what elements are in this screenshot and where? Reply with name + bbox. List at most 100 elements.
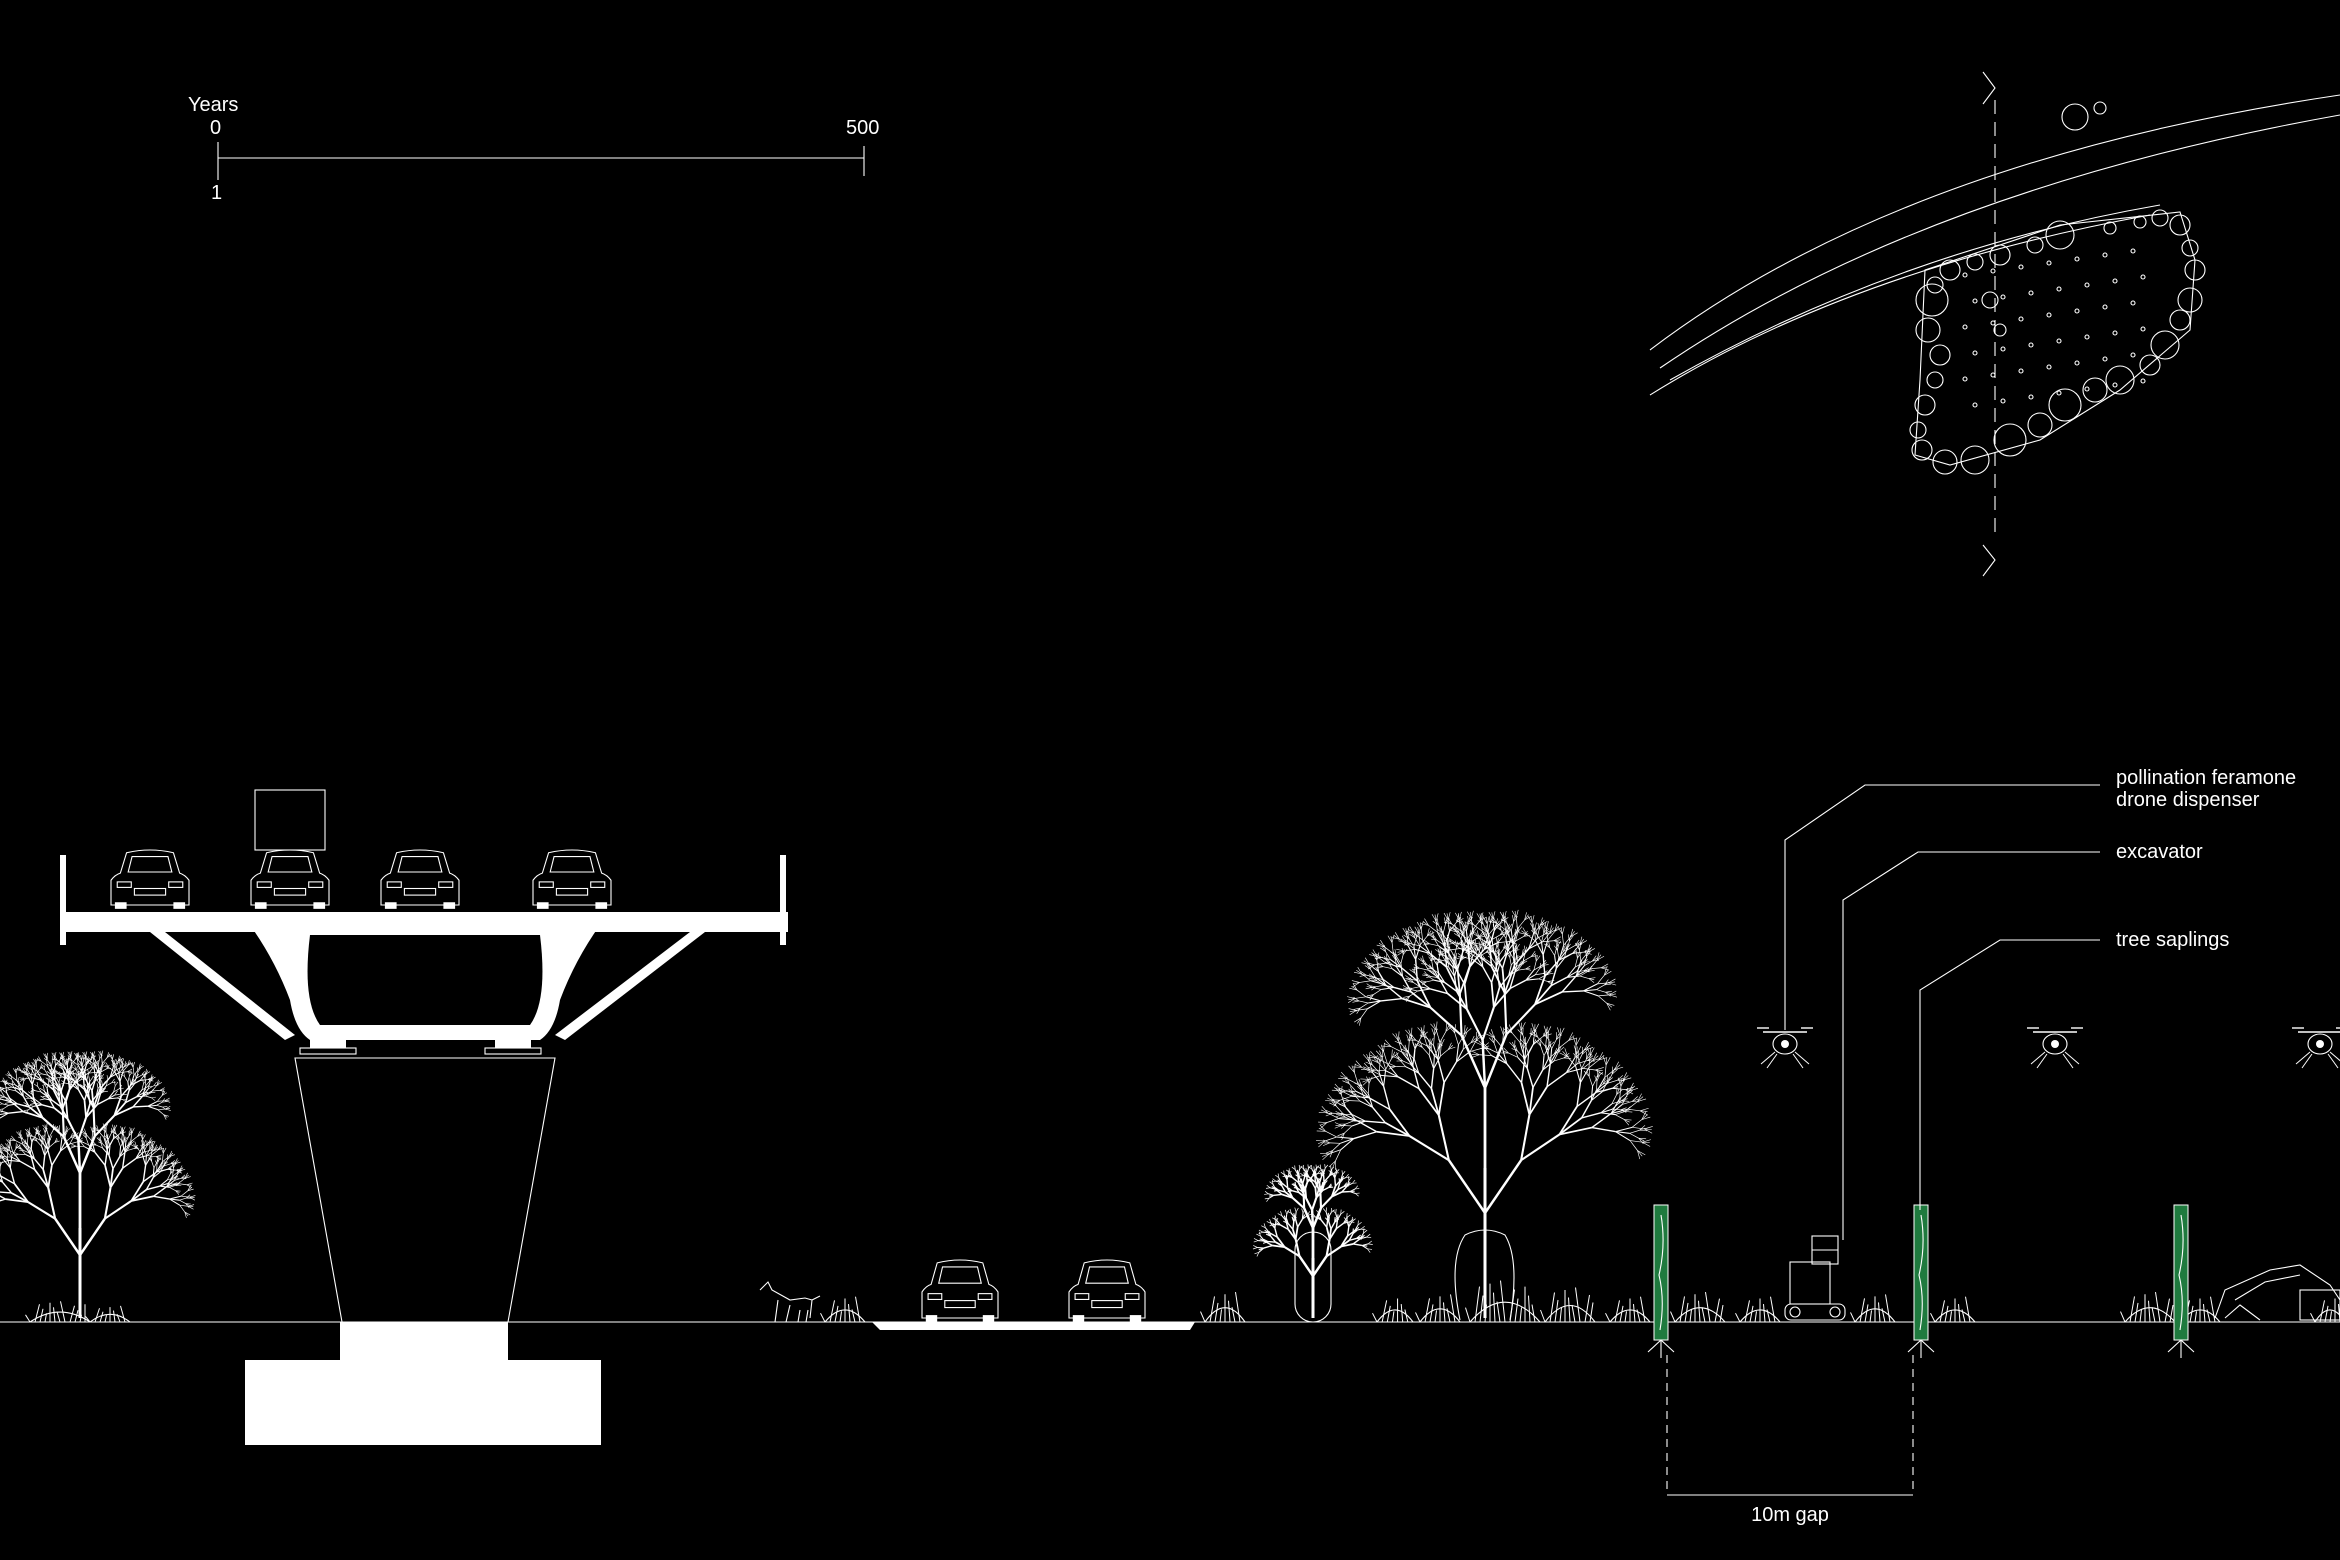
plan-sapling-dot	[2074, 360, 2080, 366]
scale-end-label: 500	[846, 117, 879, 139]
shrub-icon	[25, 1301, 91, 1323]
plan-tree-icon	[2150, 330, 2180, 360]
site-plan-inset	[1649, 71, 2340, 577]
plan-tree-icon	[2105, 365, 2135, 395]
plan-sapling-dot	[2102, 356, 2108, 362]
label-drone-line2: drone dispenser	[2116, 789, 2260, 811]
plan-tree-icon	[2093, 101, 2107, 115]
bearing-plate-left	[299, 1047, 357, 1055]
shrub-icon	[1415, 1294, 1461, 1323]
plan-sapling-dot	[2056, 390, 2062, 396]
plan-tree-icon	[1939, 259, 1961, 281]
plan-sapling-dot	[2018, 368, 2024, 374]
shrub-icon	[1372, 1298, 1414, 1323]
road-curve-2	[1659, 114, 2340, 369]
strut-right	[555, 932, 705, 1040]
annotation-labels: pollination feramone drone dispenser exc…	[2116, 767, 2296, 951]
plan-tree-icon	[2184, 259, 2206, 281]
section-marker-bottom-icon	[1982, 544, 1996, 577]
shrub-icon	[1200, 1292, 1246, 1323]
plan-sapling-dot	[1962, 272, 1968, 278]
shrub-icon	[820, 1296, 866, 1323]
viaduct-deck	[62, 912, 788, 932]
plan-sapling-dot	[2046, 260, 2052, 266]
plan-tree-icon	[1929, 344, 1951, 366]
label-excavator: excavator	[2116, 841, 2203, 863]
drone-icon	[2292, 1027, 2340, 1069]
plan-tree-icon	[1915, 283, 1949, 317]
plan-sapling-dot	[2102, 304, 2108, 310]
bearing-right	[495, 1040, 531, 1048]
plan-sapling-dot	[2130, 300, 2136, 306]
excavator-icon	[1784, 1235, 1846, 1321]
sapling-stakes	[1647, 1204, 2195, 1358]
plan-tree-icon	[1981, 291, 1999, 309]
plan-tree-icon	[2139, 354, 2161, 376]
label-saplings: tree saplings	[2116, 929, 2229, 951]
viaduct-parapet-right	[780, 855, 786, 945]
plan-sapling-dot	[1990, 372, 1996, 378]
young-tree-icon	[1252, 1164, 1373, 1318]
plan-tree-icon	[2061, 103, 2089, 131]
plan-sapling-dot	[2112, 330, 2118, 336]
plan-sapling-dot	[2018, 264, 2024, 270]
plan-tree-icon	[2169, 309, 2191, 331]
plan-tree-icon	[2045, 220, 2075, 250]
plan-sapling-dot	[2102, 252, 2108, 258]
plan-tree-circles	[1909, 209, 2206, 475]
plan-tree-icon	[1932, 449, 1958, 475]
strut-left	[150, 932, 295, 1040]
shrub-icon	[1735, 1296, 1781, 1323]
car-icon	[1068, 1259, 1146, 1323]
shrub-icon	[1540, 1287, 1596, 1323]
viaduct-parapet-left	[60, 855, 66, 945]
trees	[0, 909, 1653, 1323]
label-gap: 10m gap	[1751, 1504, 1829, 1526]
bearing-left	[310, 1040, 346, 1048]
plan-sapling-dot	[1962, 324, 1968, 330]
plan-sapling-dot	[2028, 342, 2034, 348]
plan-tree-icon	[1993, 423, 2027, 457]
plan-tree-icon	[2133, 215, 2147, 229]
gap-dimension: 10m gap	[1666, 1355, 1914, 1526]
plan-sapling-dot	[2140, 274, 2146, 280]
scale-bar: Years 0 500 1	[188, 94, 879, 204]
plan-sapling-dot	[2112, 278, 2118, 284]
plan-sapling-dot	[2084, 386, 2090, 392]
plan-tree-icon	[2026, 236, 2044, 254]
plan-sapling-dot	[2084, 334, 2090, 340]
deck-vehicles	[110, 849, 612, 909]
scale-start-label: 0	[210, 117, 221, 139]
bare-tree-center-icon	[1316, 909, 1653, 1318]
label-drone-line1: pollination feramone	[2116, 767, 2296, 789]
road-curve-3	[1669, 204, 2161, 381]
plan-sapling-dot	[2130, 248, 2136, 254]
sapling-stake-icon	[2167, 1204, 2195, 1358]
plan-sapling-dot	[1990, 268, 1996, 274]
shrub-icon	[1930, 1296, 1976, 1323]
shrub-icon	[1850, 1294, 1896, 1323]
bearing-plate-right	[484, 1047, 542, 1055]
plan-sapling-dot	[2000, 398, 2006, 404]
plan-sapling-dot	[2018, 316, 2024, 322]
shrub-icon	[1605, 1296, 1651, 1323]
plan-tree-icon	[2169, 214, 2191, 236]
excavator-icon	[2214, 1264, 2340, 1321]
truck-cargo-box	[254, 789, 326, 851]
ground-vehicles	[921, 1259, 1146, 1323]
plan-sapling-dot	[2056, 286, 2062, 292]
plan-sapling-dot	[1962, 376, 1968, 382]
dog-icon	[759, 1281, 821, 1323]
plan-sapling-dot	[2028, 290, 2034, 296]
plan-tree-icon	[1966, 253, 1984, 271]
car-icon	[110, 849, 190, 909]
plan-sapling-dot	[2028, 394, 2034, 400]
sapling-stake-icon	[1647, 1204, 1675, 1358]
plan-tree-icon	[2151, 209, 2169, 227]
plan-tree-icon	[2177, 287, 2203, 313]
scale-title: Years	[188, 94, 238, 116]
shrub-icon	[1465, 1280, 1541, 1323]
plan-sapling-dot	[1972, 402, 1978, 408]
plan-sapling-dot	[2056, 338, 2062, 344]
plan-tree-icon	[2082, 377, 2108, 403]
